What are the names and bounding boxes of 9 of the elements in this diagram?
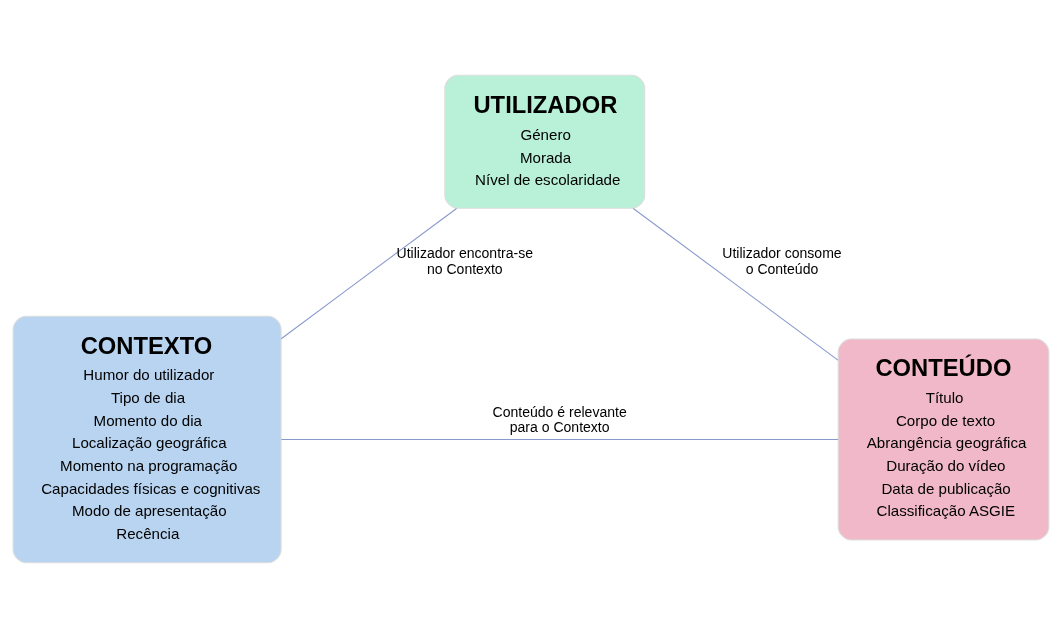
node-box: CONTEXTO Humor do utilizador Tipo de dia Momento do dia Localização geográfica Momento na programação Capacidades físicas e cognitivas Modo de apresentação Recência: [12, 315, 282, 563]
edge-label: Utilizador encontra-se no Contexto: [396, 244, 534, 277]
connector: [280, 438, 839, 440]
edge-label: Utilizador consome o Conteúdo: [722, 244, 842, 277]
node-box: CONTEÚDO Título Corpo de texto Abrangência geográfica Duração do vídeo Data de publicação Classificação ASGIE: [837, 337, 1050, 540]
connector: [280, 207, 458, 339]
connector: [632, 207, 839, 361]
edge-label: Conteúdo é relevante para o Contexto: [492, 403, 627, 435]
node-box: UTILIZADOR Género Morada Nível de escolaridade: [444, 74, 646, 209]
